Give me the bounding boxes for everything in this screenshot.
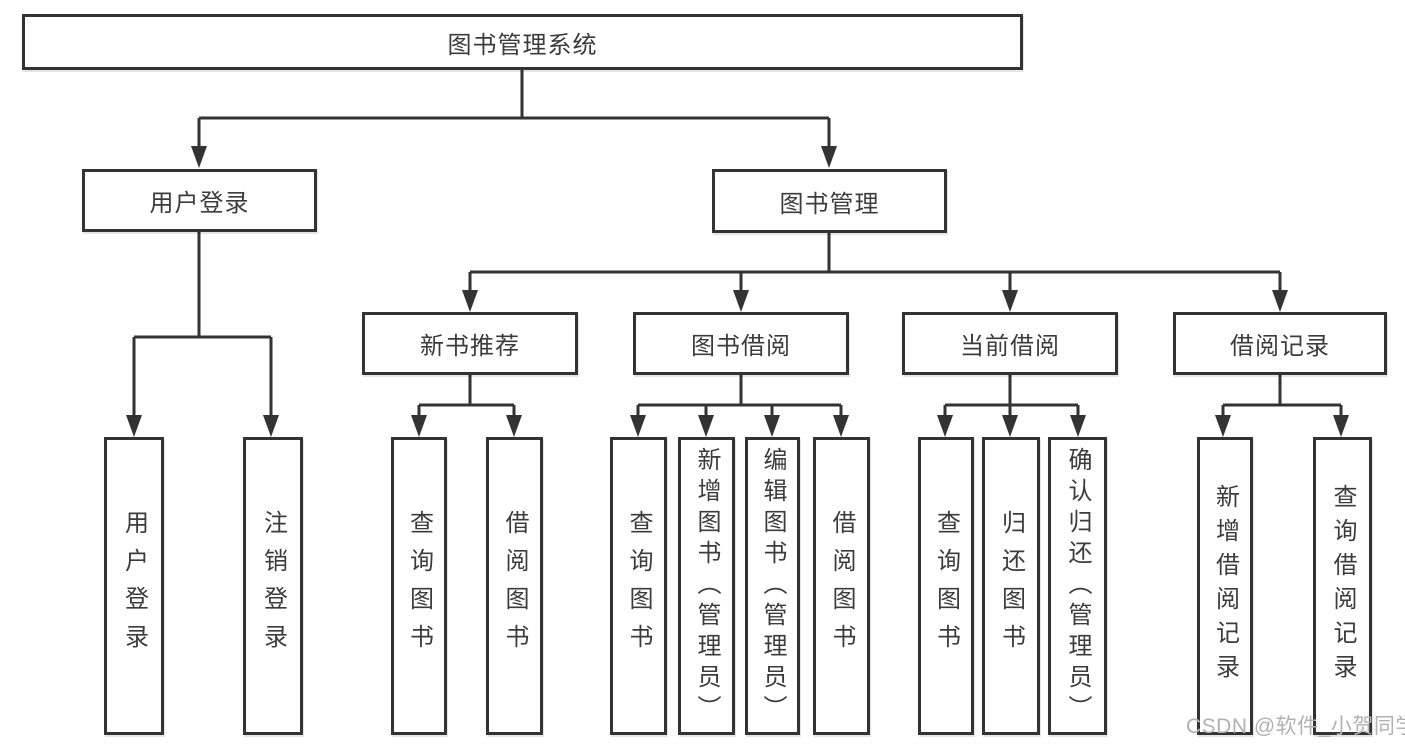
node-book-borrow: 图书借阅 [633,312,849,375]
node-borrow-records: 借阅记录 [1173,312,1387,375]
leaf-borrow-books-recommend-label: 借阅图书 [501,510,528,662]
leaf-add-book-admin: 新增图书（管理员） [678,437,735,735]
leaf-borrow-books-recommend: 借阅图书 [486,437,543,735]
leaf-add-book-admin-label: 新增图书（管理员） [693,446,720,726]
leaf-logout-label: 注销登录 [259,510,287,662]
leaf-query-books-current: 查询图书 [918,437,974,735]
leaf-confirm-return-admin-label: 确认归还（管理员） [1064,446,1091,726]
leaf-query-borrow-record-label: 查询借阅记录 [1329,484,1356,688]
leaf-query-borrow-record: 查询借阅记录 [1313,437,1372,735]
node-new-book-recommend: 新书推荐 [362,312,578,375]
leaf-query-books-current-label: 查询图书 [932,510,960,662]
node-system-root: 图书管理系统 [22,14,1023,70]
csdn-watermark: CSDN @软件_小贺同学 [1186,715,1405,738]
leaf-return-book: 归还图书 [982,437,1040,735]
leaf-add-borrow-record-label: 新增借阅记录 [1211,484,1239,688]
leaf-return-book-label: 归还图书 [997,510,1025,662]
leaf-query-books-recommend: 查询图书 [391,437,447,735]
leaf-user-login-label: 用户登录 [120,510,148,662]
leaf-query-books-borrow: 查询图书 [610,437,667,735]
leaf-edit-book-admin-label: 编辑图书（管理员） [759,446,786,726]
leaf-confirm-return-admin: 确认归还（管理员） [1048,437,1107,735]
leaf-user-login: 用户登录 [104,437,164,735]
leaf-borrow-books: 借阅图书 [813,437,870,735]
node-book-management: 图书管理 [712,169,947,233]
leaf-query-books-borrow-label: 查询图书 [625,510,652,662]
leaf-add-borrow-record: 新增借阅记录 [1197,437,1253,735]
leaf-logout: 注销登录 [243,437,303,735]
leaf-edit-book-admin: 编辑图书（管理员） [745,437,800,735]
leaf-query-books-recommend-label: 查询图书 [405,510,433,662]
node-user-login: 用户登录 [82,169,317,232]
node-current-borrow: 当前借阅 [902,312,1118,375]
leaf-borrow-books-label: 借阅图书 [828,510,855,662]
